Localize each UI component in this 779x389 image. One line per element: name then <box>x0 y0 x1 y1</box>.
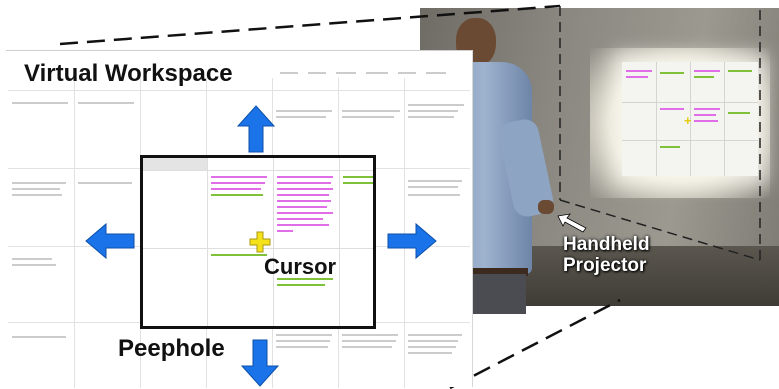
handheld-label: Handheld <box>563 234 650 255</box>
arrow-right-icon <box>387 222 437 260</box>
peephole-label: Peephole <box>118 335 225 362</box>
pointer-arrow-icon <box>557 213 587 233</box>
projector-label: Projector <box>563 255 647 276</box>
arrow-down-icon <box>240 339 280 387</box>
projected-cursor-icon: + <box>684 113 692 128</box>
belt <box>442 268 528 276</box>
handheld-projector-device <box>538 200 554 214</box>
cursor-crosshair-icon <box>249 231 271 253</box>
arrow-up-icon <box>236 105 276 153</box>
projected-calendar: + <box>622 62 758 176</box>
arrow-left-icon <box>85 222 135 260</box>
virtual-workspace-label: Virtual Workspace <box>24 60 233 87</box>
cursor-label: Cursor <box>264 254 337 279</box>
